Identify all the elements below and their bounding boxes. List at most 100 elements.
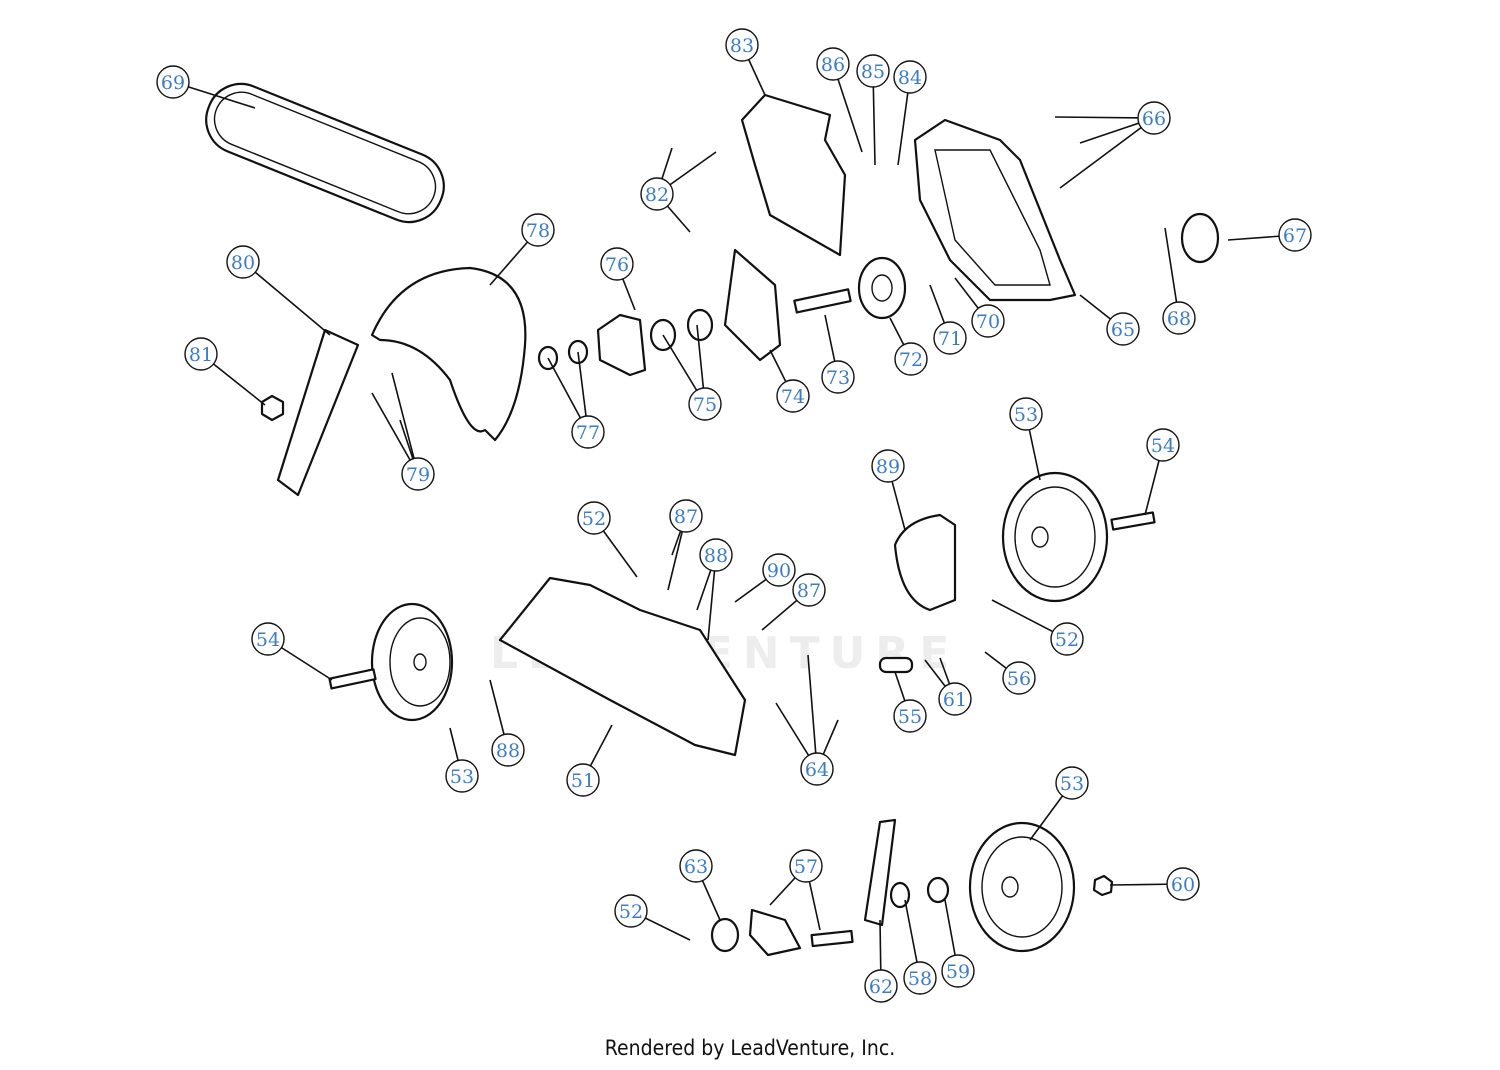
callout-79[interactable]: 79 [401,457,435,491]
callout-bubble [600,247,634,281]
callout-number: 62 [869,976,893,998]
callout-number: 75 [693,394,717,416]
callout-59[interactable]: 59 [941,954,975,988]
callout-82[interactable]: 82 [640,177,674,211]
callout-58[interactable]: 58 [903,961,937,995]
callout-90[interactable]: 90 [762,553,796,587]
part-bolt [328,668,377,690]
callout-86[interactable]: 86 [816,47,850,81]
callout-number: 68 [1167,308,1191,330]
callout-bubble [401,457,435,491]
callout-89[interactable]: 89 [871,449,905,483]
callout-bubble [792,573,826,607]
callout-bubble [445,759,479,793]
callout-70[interactable]: 70 [971,304,1005,338]
callout-88[interactable]: 88 [699,538,733,572]
callout-bubble [1002,661,1036,695]
callout-67[interactable]: 67 [1278,218,1312,252]
part-axle-bolt [926,876,950,904]
callout-number: 83 [730,35,754,57]
callout-60[interactable]: 60 [1166,867,1200,901]
callout-bubble [1146,428,1180,462]
callout-53[interactable]: 53 [1009,397,1043,431]
leader-line [242,261,331,336]
leader-line [1059,117,1155,189]
callout-80[interactable]: 80 [226,245,260,279]
callout-76[interactable]: 76 [600,247,634,281]
callout-number: 81 [189,344,213,366]
part-nut [260,394,285,422]
callout-number: 53 [450,766,474,788]
callout-85[interactable]: 85 [856,54,890,88]
callout-number: 61 [943,689,967,711]
callout-52[interactable]: 52 [577,501,611,535]
callout-84[interactable]: 84 [893,60,927,94]
callout-bubble [571,415,605,449]
callout-54[interactable]: 54 [251,622,285,656]
callout-78[interactable]: 78 [521,213,555,247]
callout-number: 60 [1171,874,1195,896]
callout-66[interactable]: 66 [1137,101,1171,135]
callout-number: 54 [1151,435,1175,457]
callout-55[interactable]: 55 [893,699,927,733]
callout-number: 87 [797,580,821,602]
callout-number: 87 [674,506,698,528]
part-belt-cover [740,93,847,257]
callout-number: 55 [898,706,922,728]
callout-57[interactable]: 57 [789,849,823,883]
callout-65[interactable]: 65 [1106,312,1140,346]
callout-53[interactable]: 53 [1055,766,1089,800]
part-spacer [878,656,914,674]
callout-87[interactable]: 87 [792,573,826,607]
callout-75[interactable]: 75 [688,387,722,421]
callout-bubble [1162,301,1196,335]
callout-69[interactable]: 69 [156,65,190,99]
callout-number: 85 [861,61,885,83]
callout-51[interactable]: 51 [566,763,600,797]
callout-number: 51 [571,770,595,792]
callout-number: 52 [582,508,606,530]
callout-62[interactable]: 62 [864,969,898,1003]
callout-68[interactable]: 68 [1162,301,1196,335]
part-bearing [686,308,714,342]
callout-73[interactable]: 73 [821,360,855,394]
callout-81[interactable]: 81 [184,337,218,371]
callout-71[interactable]: 71 [933,321,967,355]
callout-bubble [893,60,927,94]
callout-bubble [1137,101,1171,135]
callout-56[interactable]: 56 [1002,661,1036,695]
callout-number: 88 [704,545,728,567]
callout-61[interactable]: 61 [938,682,972,716]
part-mount-plate [723,248,782,362]
callout-53[interactable]: 53 [445,759,479,793]
callout-54[interactable]: 54 [1146,428,1180,462]
part-tensioner [1180,212,1220,264]
callout-bubble [971,304,1005,338]
callout-87[interactable]: 87 [669,499,703,533]
callout-bubble [776,379,810,413]
callout-number: 80 [231,252,255,274]
callout-64[interactable]: 64 [800,752,834,786]
callout-74[interactable]: 74 [776,379,810,413]
callout-bubble [226,245,260,279]
callout-number: 57 [794,856,818,878]
callout-77[interactable]: 77 [571,415,605,449]
callout-number: 52 [1055,629,1079,651]
callout-bubble [894,342,928,376]
callout-83[interactable]: 83 [725,28,759,62]
callout-bubble [1106,312,1140,346]
callout-bubble [1009,397,1043,431]
callout-72[interactable]: 72 [894,342,928,376]
callout-bubble [871,449,905,483]
part-gear-housing [913,118,1077,302]
callout-52[interactable]: 52 [1050,622,1084,656]
callout-63[interactable]: 63 [679,849,713,883]
callout-88[interactable]: 88 [491,733,525,767]
callout-number: 73 [826,367,850,389]
callout-number: 67 [1283,225,1307,247]
callout-number: 88 [496,740,520,762]
part-blade-shield [370,266,527,442]
callout-bubble [762,553,796,587]
leader-line [391,372,419,475]
callout-52[interactable]: 52 [614,894,648,928]
